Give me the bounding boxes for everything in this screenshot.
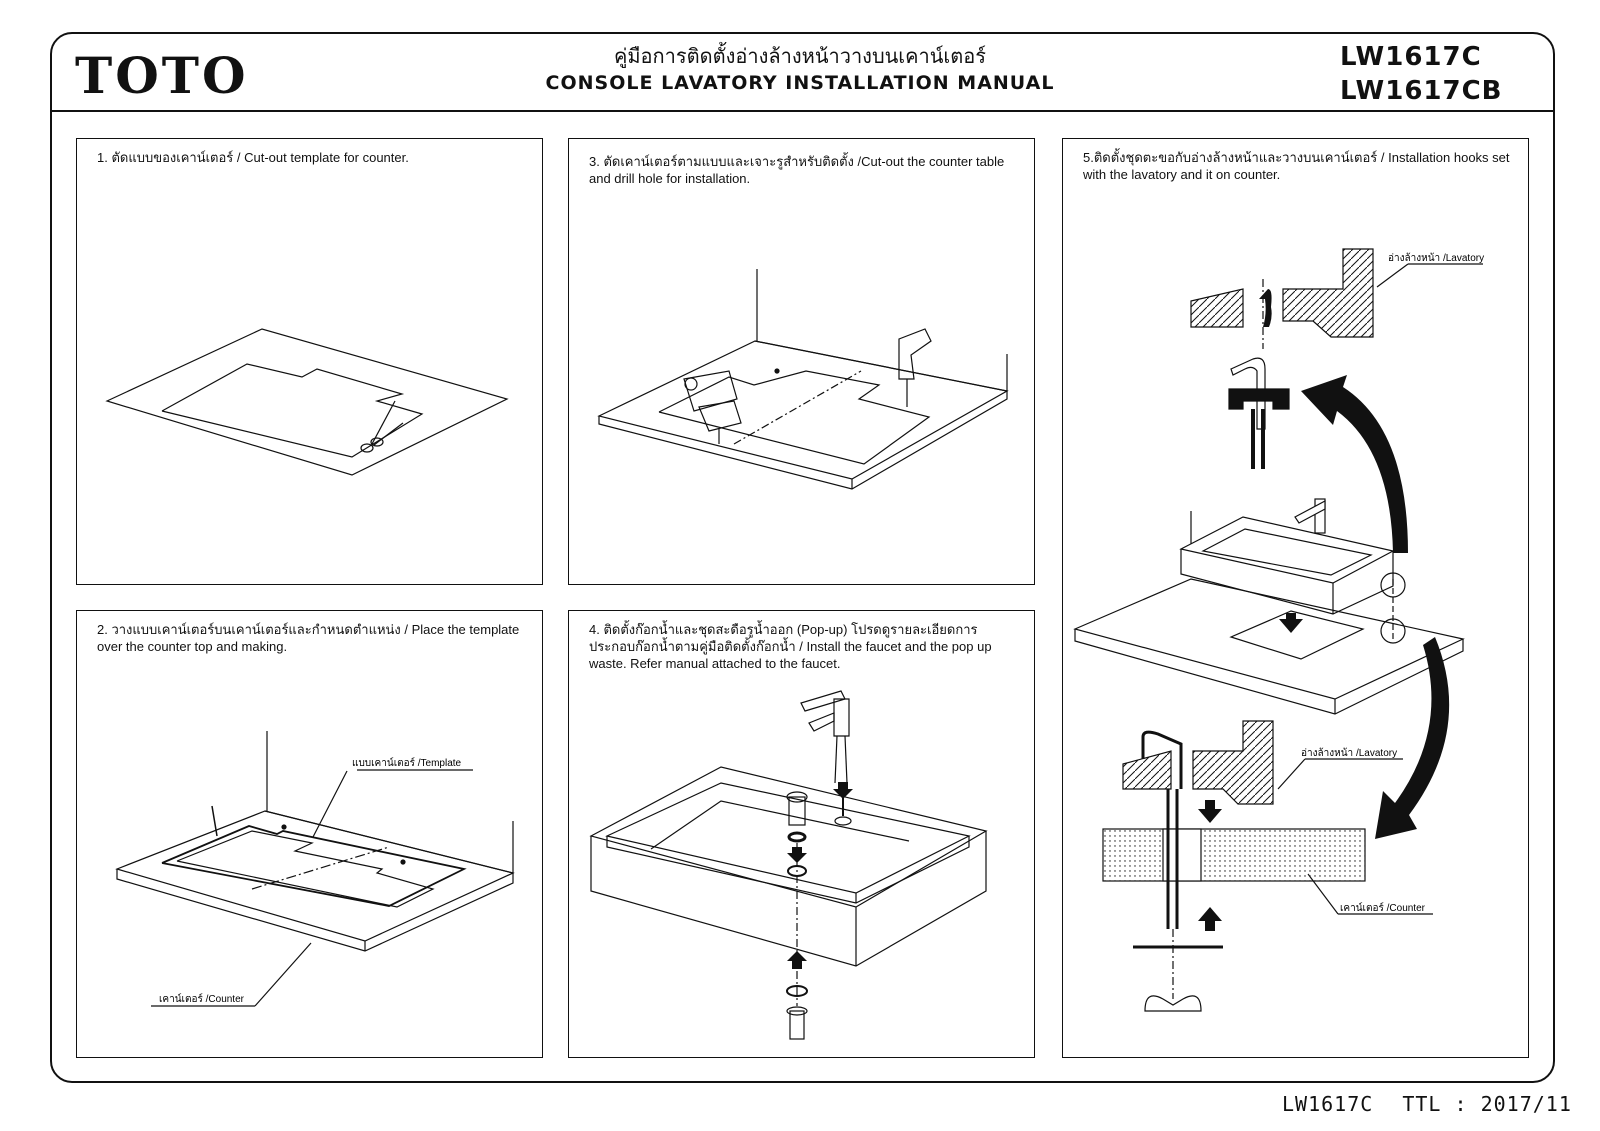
title-english: CONSOLE LAVATORY INSTALLATION MANUAL: [545, 72, 1055, 94]
step-5-panel: 5.ติดตั้งชุดตะขอกับอ่างล้างหน้าและวางบนเ…: [1062, 138, 1529, 1058]
label-counter: เคาน์เตอร์ /Counter: [159, 993, 245, 1005]
label-lavatory-top: อ่างล้างหน้า /Lavatory: [1388, 252, 1484, 264]
footer: LW1617C TTL : 2017/11: [1282, 1092, 1588, 1116]
step-4-illustration: [589, 690, 988, 1040]
label-template: แบบเคาน์เตอร์ /Template: [352, 757, 462, 769]
step-4-panel: 4. ติดตั้งก๊อกน้ำและชุดสะดือรูน้ำออก (Po…: [568, 610, 1035, 1058]
drill-icon: [898, 328, 932, 407]
toto-logo: TOTO: [75, 46, 249, 105]
model-number-1: LW1617C: [1340, 42, 1482, 72]
step-4-caption: 4. ติดตั้งก๊อกน้ำและชุดสะดือรูน้ำออก (Po…: [589, 622, 992, 671]
step-3-panel: 3. ตัดเคาน์เตอร์ตามแบบและเจาะรูสำหรับติด…: [568, 138, 1035, 585]
step-1-panel: 1. ตัดแบบของเคาน์เตอร์ / Cut-out templat…: [76, 138, 543, 585]
step-1-illustration: [105, 328, 509, 476]
step-5-illustration: อ่างล้างหน้า /Lavatory อ่างล้างหน้า /Lav…: [1073, 248, 1484, 1012]
document-frame: [50, 32, 1555, 1083]
faucet-icon: [1294, 498, 1326, 534]
step-2-caption: 2. วางแบบเคาน์เตอร์บนเคาน์เตอร์และกำหนดต…: [97, 622, 520, 654]
step-2-panel: 2. วางแบบเคาน์เตอร์บนเคาน์เตอร์และกำหนดต…: [76, 610, 543, 1058]
footer-model: LW1617C: [1282, 1092, 1374, 1116]
step-3-illustration: [597, 269, 1009, 490]
down-arrow-icons: [787, 782, 853, 969]
label-counter-step5: เคาน์เตอร์ /Counter: [1340, 902, 1426, 914]
step-2-illustration: แบบเคาน์เตอร์ /Template เคาน์เตอร์ /Coun…: [115, 731, 515, 1007]
step-3-caption: 3. ตัดเคาน์เตอร์ตามแบบและเจาะรูสำหรับติด…: [589, 154, 1005, 186]
popup-waste-icon: [786, 791, 808, 1040]
footer-revision: TTL : 2017/11: [1402, 1092, 1572, 1116]
model-number-2: LW1617CB: [1340, 76, 1503, 106]
curved-arrow-icons: [1301, 375, 1450, 839]
step-1-caption: 1. ตัดแบบของเคาน์เตอร์ / Cut-out templat…: [97, 150, 409, 165]
straight-arrow-icons: [1198, 289, 1303, 931]
title-thai: คู่มือการติดตั้งอ่างล้างหน้าวางบนเคาน์เต…: [613, 44, 987, 68]
step-5-caption: 5.ติดตั้งชุดตะขอกับอ่างล้างหน้าและวางบนเ…: [1083, 150, 1510, 182]
scissors-icon: [360, 400, 404, 453]
faucet-icon: [800, 690, 850, 784]
jigsaw-icon: [683, 370, 742, 444]
label-lavatory-bottom: อ่างล้างหน้า /Lavatory: [1301, 747, 1397, 759]
header-divider: [50, 110, 1555, 112]
